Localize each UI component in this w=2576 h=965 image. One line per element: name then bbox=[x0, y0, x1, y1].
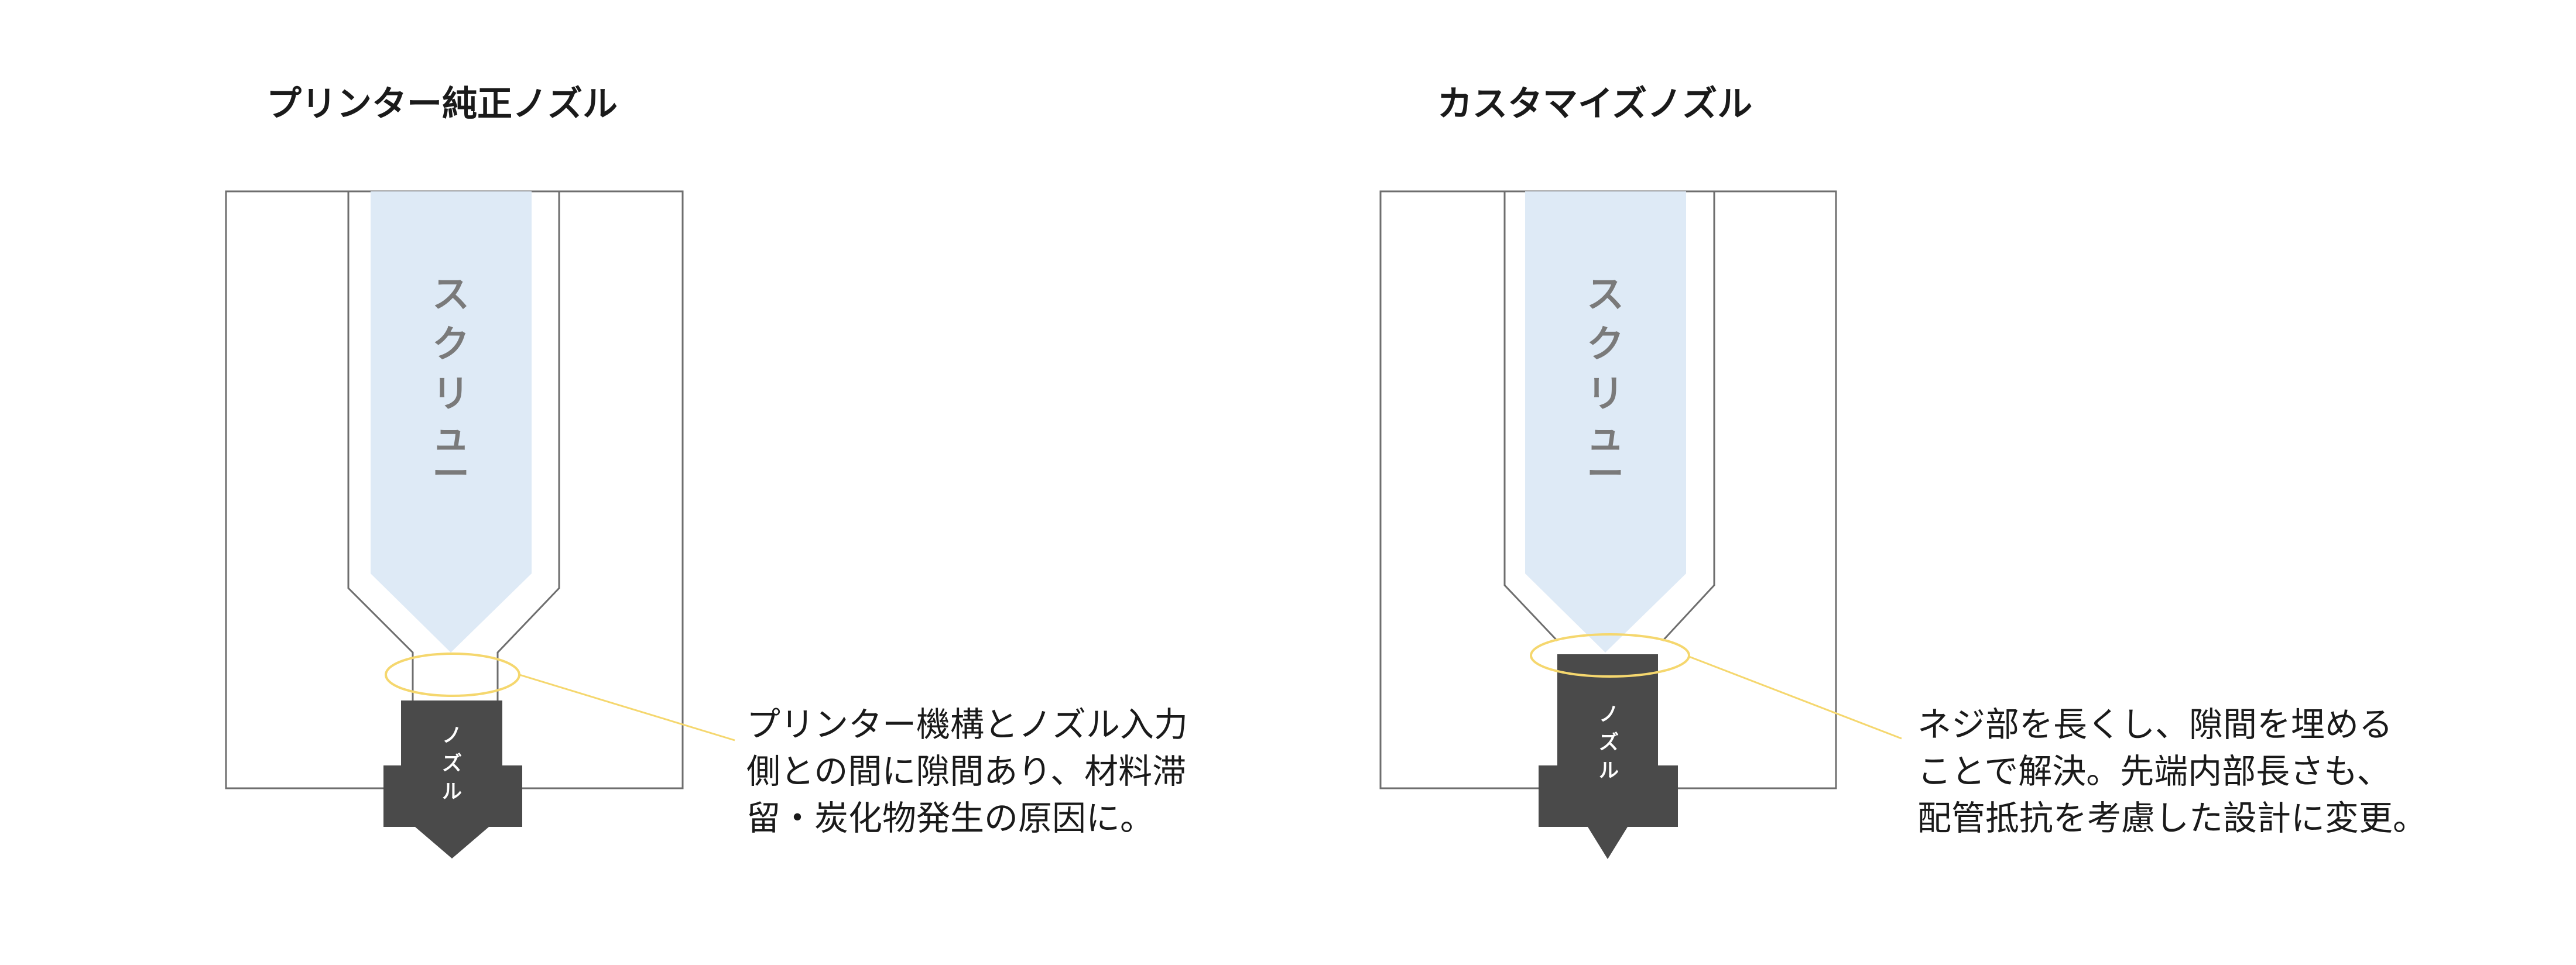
gap-highlight-ellipse bbox=[1530, 633, 1690, 678]
callout-line: プリンター機構とノズル入力 bbox=[746, 705, 1188, 744]
nozzle-label: ノ ズ ル bbox=[1599, 703, 1619, 782]
nozzle-label-char: ズ bbox=[442, 752, 462, 775]
screw-label-char: ス bbox=[1587, 273, 1624, 317]
gap-highlight-ellipse bbox=[385, 653, 520, 697]
title-printer-stock-nozzle: プリンター純正ノズル bbox=[266, 84, 618, 125]
screw-shape bbox=[1525, 191, 1686, 653]
nozzle-label-char: ル bbox=[442, 780, 462, 803]
nozzle-label-char: ノ bbox=[442, 724, 462, 747]
callout-line: 配管抵抗を考慮した設計に変更。 bbox=[1917, 798, 2427, 838]
callout-leader-line bbox=[519, 674, 735, 741]
screw-label-char: ュ bbox=[1587, 415, 1624, 459]
screw-label-char: リ bbox=[432, 373, 470, 416]
screw-label-char: ュ bbox=[432, 415, 470, 459]
screw-label-char: ク bbox=[432, 323, 470, 366]
callout-line: ネジ部を長くし、隙間を埋める bbox=[1917, 705, 2393, 744]
nozzle-label-char: ズ bbox=[1599, 731, 1619, 754]
screw-shape bbox=[371, 191, 532, 653]
callout-text-printer-stock: プリンター機構とノズル入力 側との間に隙間あり、材料滞 留・炭化物発生の原因に。 bbox=[746, 705, 1188, 838]
nozzle-label-char: ノ bbox=[1599, 703, 1619, 726]
screw-label-char: ス bbox=[432, 273, 470, 317]
callout-line: 側との間に隙間あり、材料滞 bbox=[746, 751, 1186, 791]
screw-label-char: ー bbox=[1587, 453, 1624, 496]
barrel-outline bbox=[347, 191, 560, 702]
nozzle-shape bbox=[1539, 654, 1678, 859]
screw-label-char: ク bbox=[1587, 323, 1624, 366]
callout-leader-line bbox=[1688, 655, 1902, 740]
barrel-outline bbox=[1503, 191, 1715, 642]
callout-line: 留・炭化物発生の原因に。 bbox=[746, 798, 1154, 838]
nozzle-shape bbox=[383, 700, 522, 858]
panel-customized-nozzle: カスタマイズノズル ス ク リ ュ ー ノ ズ ル ネジ部を長くし、隙間を埋める… bbox=[1379, 84, 2427, 859]
nozzle-label: ノ ズ ル bbox=[442, 724, 462, 803]
screw-label-char: ー bbox=[432, 453, 470, 496]
screw-label: ス ク リ ュ ー bbox=[432, 273, 470, 496]
callout-text-customized: ネジ部を長くし、隙間を埋める ことで解決。先端内部長さも、 配管抵抗を考慮した設… bbox=[1917, 705, 2427, 838]
title-customized-nozzle: カスタマイズノズル bbox=[1437, 84, 1752, 125]
nozzle-label-char: ル bbox=[1599, 759, 1619, 782]
screw-label: ス ク リ ュ ー bbox=[1587, 273, 1624, 496]
callout-line: ことで解決。先端内部長さも、 bbox=[1917, 751, 2391, 791]
panel-printer-stock-nozzle: プリンター純正ノズル ス ク リ ュ ー ノ ズ ル プリンター機構とノズル入力… bbox=[225, 84, 1188, 858]
screw-label-char: リ bbox=[1587, 373, 1624, 416]
